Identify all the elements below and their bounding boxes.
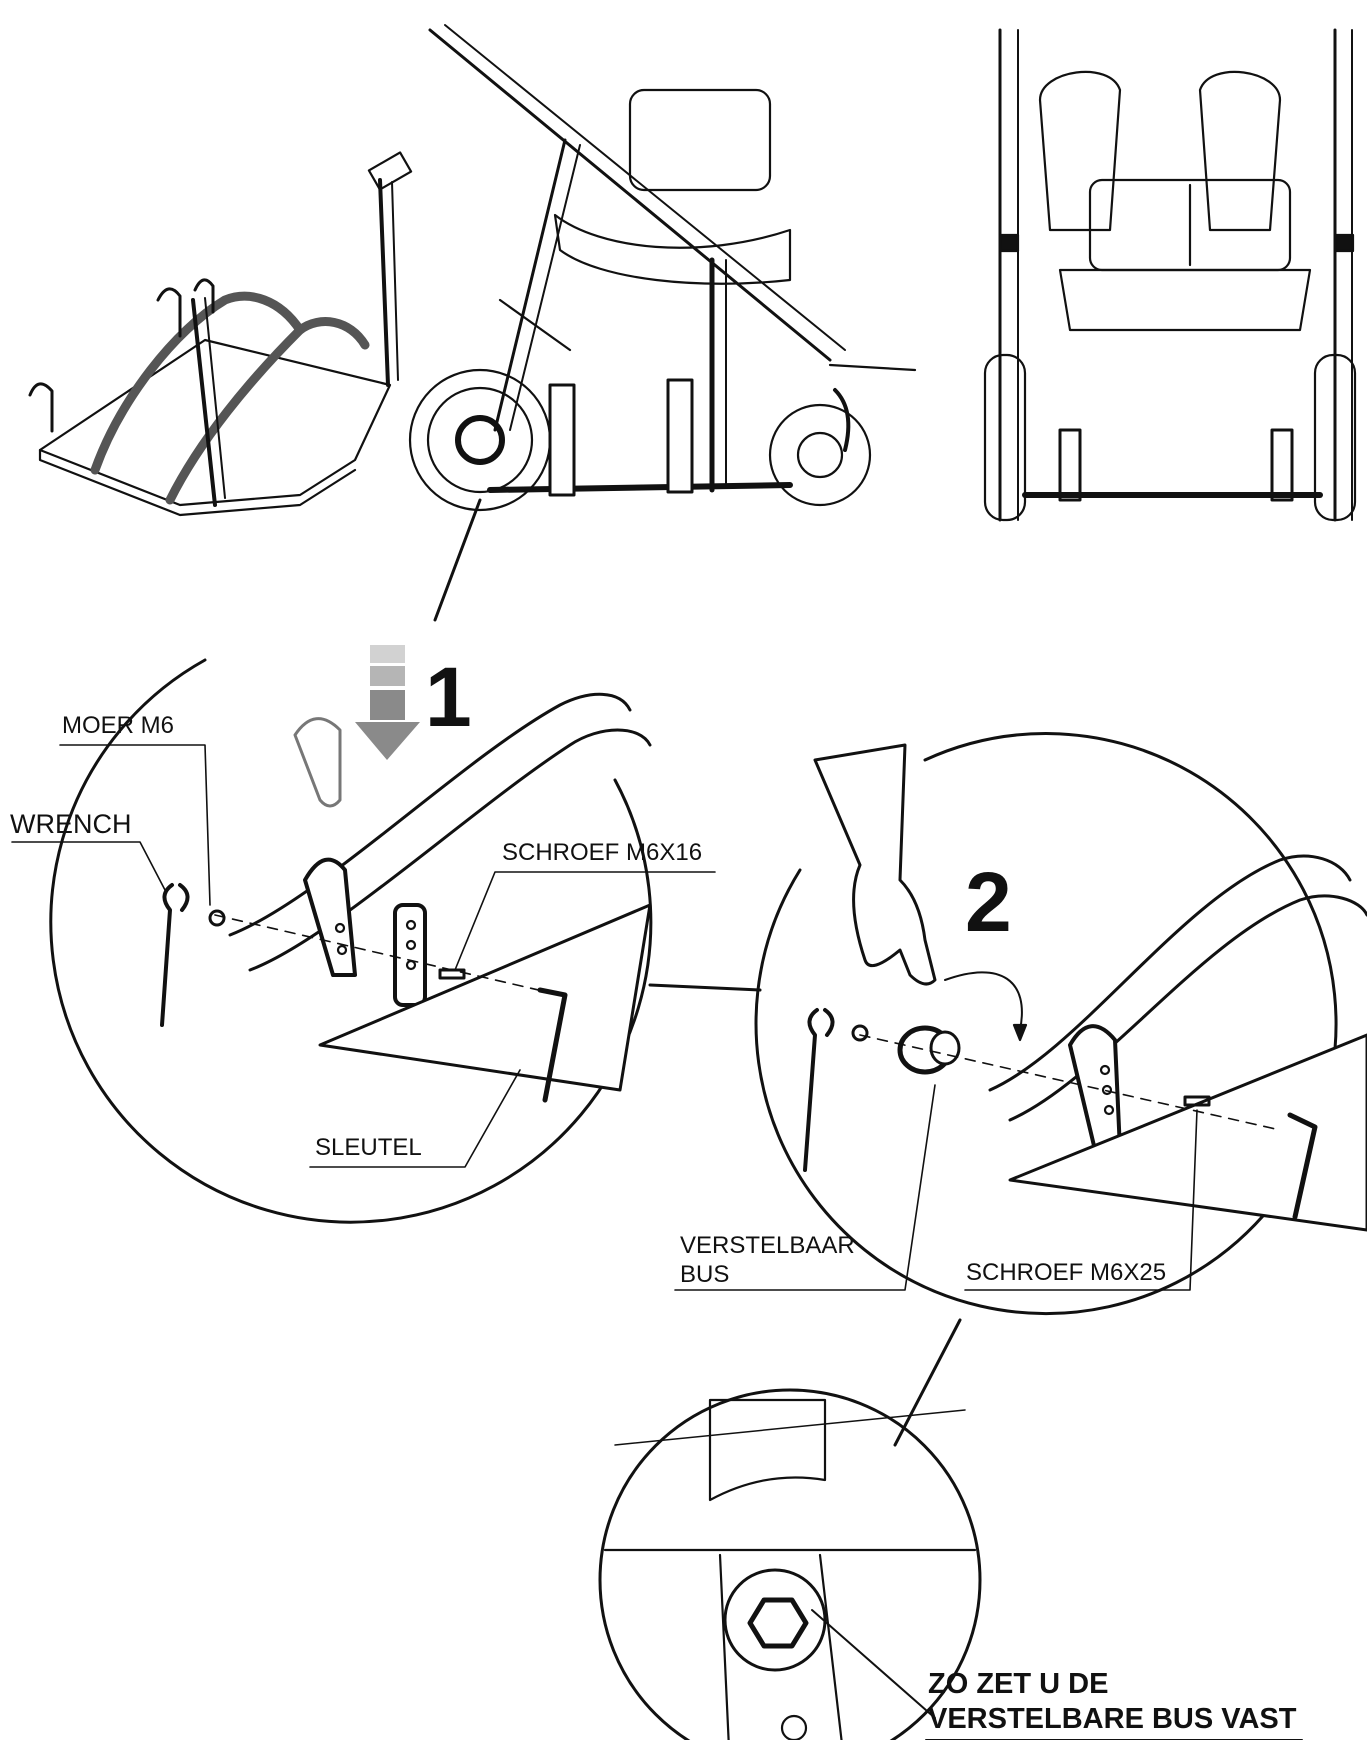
allen-key-icon	[1287, 1112, 1318, 1220]
note-line-2: VERSTELBARE BUS VAST	[928, 1703, 1297, 1735]
hex-nut-icon	[747, 1597, 809, 1649]
detail-3-parts	[603, 1398, 977, 1740]
screw-icon	[438, 968, 466, 980]
wrench-icon	[803, 1008, 835, 1172]
wrench-icon	[160, 883, 190, 1027]
label-moer-m6: MOER M6	[62, 712, 175, 739]
label-verstelbaar-line2: BUS	[680, 1261, 730, 1288]
stroller-side-view	[408, 24, 917, 512]
footrest-platform	[28, 151, 413, 517]
nut-icon	[851, 1024, 869, 1042]
nut-icon	[208, 909, 226, 927]
step-number-1: 1	[425, 650, 472, 744]
label-schroef-m6x25: SCHROEF M6X25	[966, 1259, 1167, 1286]
screw-icon	[1183, 1095, 1211, 1107]
detail-1-parts	[160, 692, 652, 1103]
leader-lines	[11, 744, 1303, 1740]
allen-key-icon	[537, 987, 568, 1103]
label-sleutel: SLEUTEL	[315, 1134, 422, 1161]
stroller-front-view	[983, 28, 1357, 522]
label-verstelbaar-line1: VERSTELBAAR	[680, 1232, 855, 1259]
label-wrench: WRENCH	[10, 809, 132, 839]
label-schroef-m6x16: SCHROEF M6X16	[502, 839, 703, 866]
down-arrow-icon	[355, 645, 420, 760]
step-number-2: 2	[965, 855, 1012, 949]
hand-icon	[813, 743, 937, 986]
note-line-1: ZO ZET U DE	[928, 1668, 1109, 1700]
detail-2-parts	[803, 743, 1367, 1232]
